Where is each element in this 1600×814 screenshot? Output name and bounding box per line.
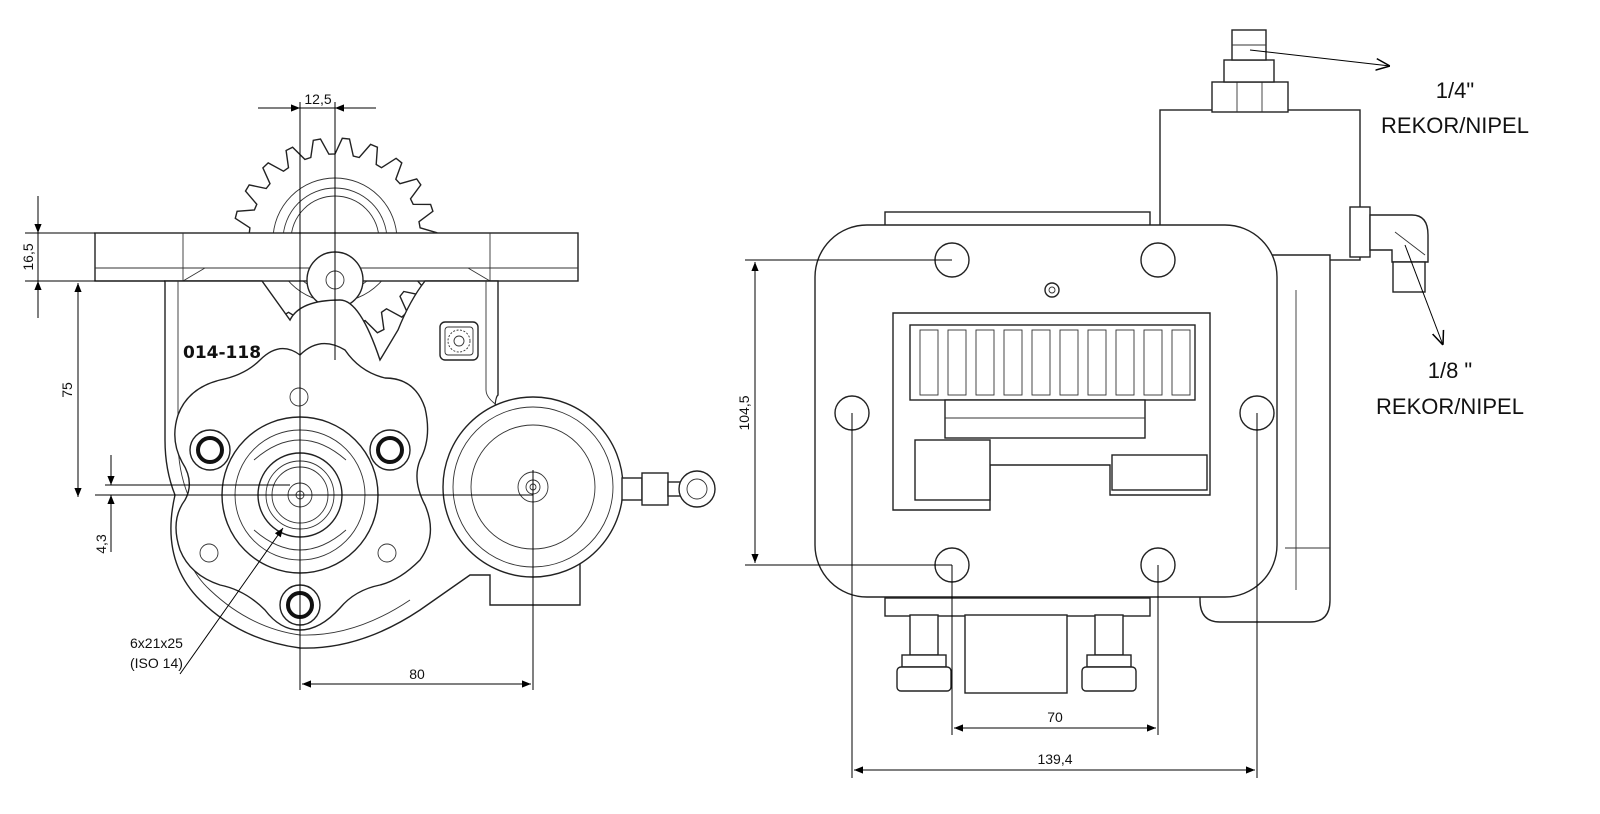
svg-text:(ISO 14): (ISO 14) <box>130 655 183 671</box>
side-view: 104,5 70 139,4 1/4" REKOR/NIPEL 1/8 " RE… <box>736 29 1529 778</box>
spline-callout: 6x21x25 (ISO 14) <box>130 527 284 675</box>
dimension-flange-thickness: 16,5 <box>20 196 165 318</box>
dimension-height-to-shaft: 75 <box>59 283 82 497</box>
dimension-shaft-offset: 4,3 <box>93 455 290 554</box>
gear-tooth <box>1143 329 1163 396</box>
svg-text:80: 80 <box>409 666 425 682</box>
front-view: 014-118 12,5 16,5 75 <box>20 91 716 690</box>
svg-text:1/8 ": 1/8 " <box>1428 358 1473 383</box>
svg-text:REKOR/NIPEL: REKOR/NIPEL <box>1376 394 1524 419</box>
pump-body: 014-118 <box>164 280 716 649</box>
dimension-center-distance: 80 <box>302 666 531 688</box>
callout-fitting-side: 1/8 " REKOR/NIPEL <box>1376 244 1524 419</box>
svg-text:REKOR/NIPEL: REKOR/NIPEL <box>1381 113 1529 138</box>
svg-text:104,5: 104,5 <box>736 395 752 430</box>
gear-tooth <box>919 329 939 396</box>
manufacturer-logo <box>439 321 479 361</box>
dimension-hole-spacing-inner: 70 <box>951 565 1159 735</box>
gear-tooth <box>1031 329 1051 396</box>
gear-tooth <box>1115 329 1135 396</box>
gear-tooth <box>1087 329 1107 396</box>
gear-tooth <box>1003 329 1023 396</box>
bottom-studs <box>896 614 1137 694</box>
gear-window <box>892 282 1211 511</box>
svg-text:16,5: 16,5 <box>20 243 36 270</box>
center-lines <box>95 102 534 690</box>
svg-text:70: 70 <box>1047 709 1063 725</box>
dimension-offset-top: 12,5 <box>258 91 376 112</box>
mounting-flange <box>94 232 579 309</box>
svg-text:75: 75 <box>59 382 75 398</box>
svg-text:1/4": 1/4" <box>1436 78 1474 103</box>
bolt <box>369 429 411 471</box>
dimension-hole-spacing-outer: 139,4 <box>851 413 1258 778</box>
part-number: 014-118 <box>183 343 261 363</box>
svg-text:4,3: 4,3 <box>93 534 109 554</box>
callout-fitting-top: 1/4" REKOR/NIPEL <box>1249 49 1529 138</box>
svg-text:139,4: 139,4 <box>1037 751 1072 767</box>
gear-tooth <box>1059 329 1079 396</box>
gear-tooth <box>975 329 995 396</box>
svg-text:6x21x25: 6x21x25 <box>130 635 183 651</box>
gear-tooth <box>947 329 967 396</box>
gear-tooth <box>1171 329 1191 396</box>
dimension-hole-vertical: 104,5 <box>736 259 952 566</box>
svg-text:12,5: 12,5 <box>304 91 331 107</box>
side-fitting <box>1349 206 1429 293</box>
bolt <box>189 429 231 471</box>
